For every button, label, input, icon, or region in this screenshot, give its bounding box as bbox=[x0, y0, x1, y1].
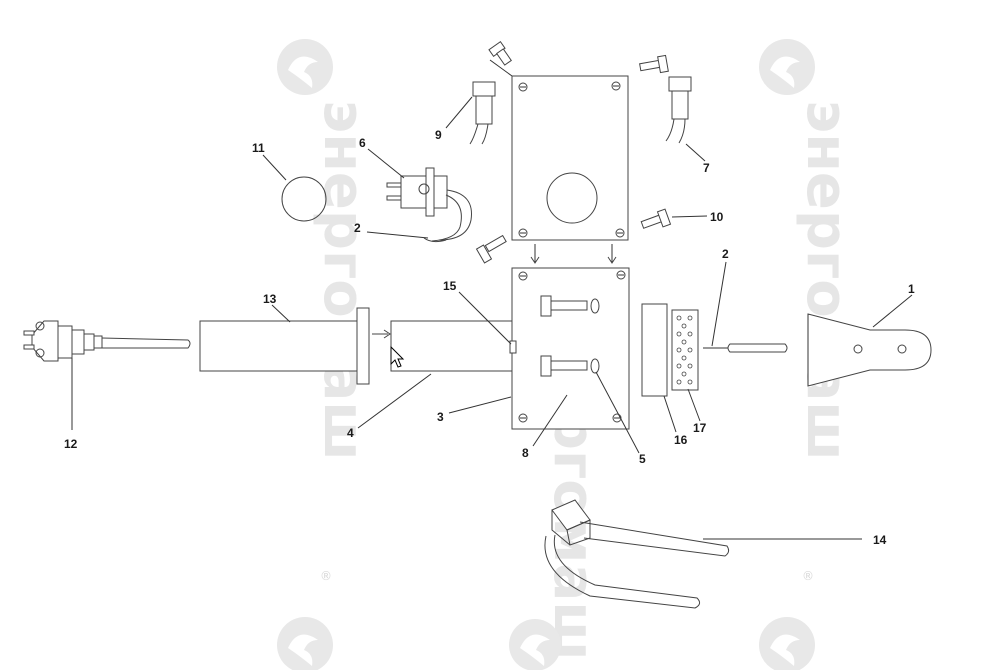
watermark-right: энергомаш ® bbox=[759, 39, 859, 670]
mouse-pointer-icon bbox=[390, 345, 405, 368]
callout-10: 10 bbox=[710, 210, 724, 224]
callout-7: 7 bbox=[703, 161, 710, 175]
screw-top-left bbox=[488, 41, 512, 66]
dragon-emblem-icon bbox=[759, 39, 815, 95]
screw-bottom-right bbox=[640, 208, 672, 229]
screw-top-right bbox=[639, 54, 669, 74]
watermark-registered-mark: ® bbox=[320, 569, 332, 583]
leader-lines bbox=[71, 96, 913, 540]
watermark-brand-text: энергомаш bbox=[794, 100, 859, 461]
callout-labels: 1 2 2 3 4 5 6 7 8 9 10 11 12 13 14 15 16… bbox=[64, 128, 915, 547]
watermark-left: энергомаш ® bbox=[277, 39, 376, 670]
callout-6: 6 bbox=[359, 136, 366, 150]
heating-wire-pin bbox=[703, 343, 788, 353]
insulation-block bbox=[641, 303, 668, 397]
callout-12: 12 bbox=[64, 437, 78, 451]
callout-2-right: 2 bbox=[722, 247, 729, 261]
dragon-emblem-icon bbox=[509, 619, 561, 670]
callout-17: 17 bbox=[693, 421, 707, 435]
callout-5: 5 bbox=[639, 452, 646, 466]
dragon-emblem-icon bbox=[277, 617, 333, 670]
mains-plug bbox=[23, 320, 191, 362]
callout-1: 1 bbox=[908, 282, 915, 296]
screw-bottom-left bbox=[475, 234, 507, 264]
watermark-brand-text: энергомаш bbox=[311, 100, 376, 461]
callout-2-left: 2 bbox=[354, 221, 361, 235]
callout-9: 9 bbox=[435, 128, 442, 142]
support-stand bbox=[544, 499, 730, 609]
callout-13: 13 bbox=[263, 292, 277, 306]
watermark-registered-mark: ® bbox=[802, 569, 814, 583]
power-switch bbox=[386, 167, 472, 242]
callout-8: 8 bbox=[522, 446, 529, 460]
base-plate bbox=[509, 267, 630, 430]
callout-4: 4 bbox=[347, 426, 354, 440]
heating-element-body bbox=[372, 320, 514, 372]
callout-14: 14 bbox=[873, 533, 887, 547]
wide-nozzle bbox=[807, 313, 932, 387]
terminal-connector-left bbox=[469, 81, 496, 145]
callout-15: 15 bbox=[443, 279, 457, 293]
callout-16: 16 bbox=[674, 433, 688, 447]
terminal-connector-right bbox=[665, 76, 692, 144]
dragon-emblem-icon bbox=[759, 617, 815, 670]
o-ring-seal bbox=[281, 176, 327, 222]
perforated-diffuser bbox=[671, 309, 699, 391]
top-mounting-plate bbox=[489, 59, 629, 264]
dragon-emblem-icon bbox=[277, 39, 333, 95]
callout-3: 3 bbox=[437, 410, 444, 424]
callout-11: 11 bbox=[252, 141, 265, 155]
heating-wire-upper bbox=[423, 237, 447, 243]
air-outlet-tube bbox=[199, 307, 370, 385]
